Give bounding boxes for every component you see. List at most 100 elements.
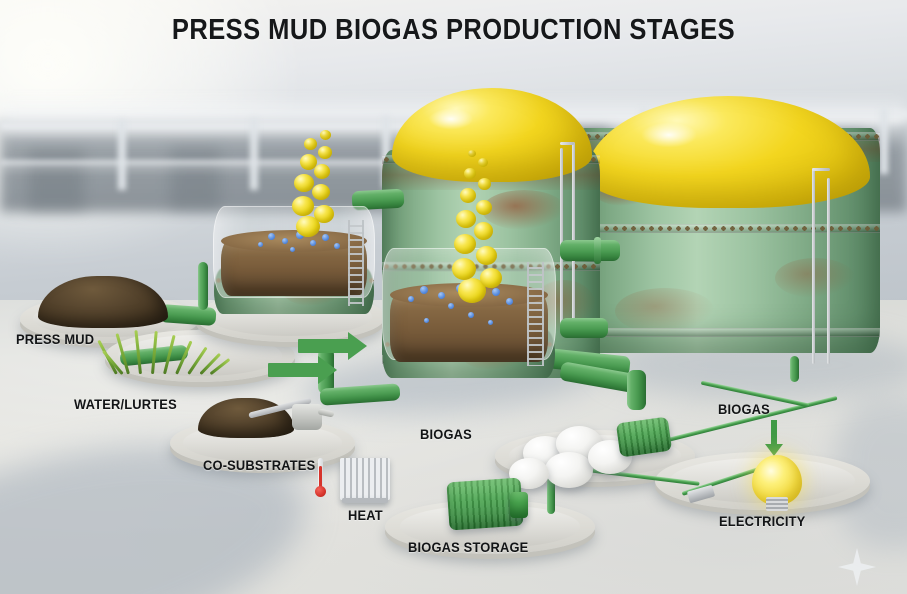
particle-blue [290, 247, 295, 252]
arrow-head [348, 332, 367, 360]
vessel-left-ladder [348, 220, 364, 306]
watering-can-icon [292, 404, 322, 430]
biogas-bubble [478, 178, 491, 190]
tank-right-rust-4 [615, 288, 715, 334]
press-mud-pile [38, 276, 168, 328]
arrow-right-icon [268, 356, 338, 384]
biogas-bubble [318, 146, 332, 159]
particle-blue [492, 288, 500, 296]
railing-post-3 [382, 116, 390, 188]
biogas-bubble [478, 158, 488, 167]
pipe-tank-right-down [790, 356, 799, 382]
engine-fins [615, 416, 673, 458]
label-biogas-storage: BIOGAS STORAGE [408, 539, 529, 555]
particle-blue [258, 242, 263, 247]
label-biogas-right: BIOGAS [718, 401, 770, 417]
label-press-mud: PRESS MUD [16, 331, 95, 347]
particle-blue [310, 240, 316, 246]
biogas-bubble [312, 184, 330, 200]
arrow-shaft [298, 339, 350, 353]
generator-engine-icon [615, 416, 673, 458]
particle-blue [468, 312, 474, 318]
tank-right-rivets-mid [575, 226, 880, 231]
tank-middle-handrail-top [560, 142, 574, 145]
tank-right-rust-3 [775, 258, 855, 298]
biogas-storage-egg [545, 452, 593, 488]
tank-middle-rust-1 [482, 190, 566, 230]
radiator-base [342, 498, 388, 503]
tank-right-handrail-b [827, 178, 830, 364]
tank-right-hoop-bottom [575, 328, 880, 337]
engine-end-cap [510, 492, 528, 518]
railing-mid-rail [0, 160, 430, 165]
pipe-storage-stub [547, 478, 555, 514]
sludge-left-surface [221, 230, 367, 252]
grass-cluster [97, 330, 231, 376]
railing-post-1 [118, 120, 126, 190]
pipe-inlet-from-mud [159, 304, 217, 326]
particle-blue [408, 296, 414, 302]
biogas-bubble [314, 205, 334, 223]
pipe-middle-to-right [560, 240, 620, 261]
particle-blue [488, 320, 493, 325]
biogas-bubble [314, 164, 330, 179]
particle-blue [448, 303, 454, 309]
biogas-bubble [474, 222, 493, 240]
tank-middle-handrail-b [572, 142, 575, 328]
label-heat: HEAT [348, 507, 383, 523]
particle-blue [506, 298, 513, 305]
arrow-shaft [268, 363, 320, 377]
biogas-bubble [294, 174, 314, 192]
tank-middle-handrail-a [560, 148, 563, 328]
pipe-right-tank-lower [560, 318, 608, 338]
biogas-bubble [476, 200, 492, 215]
arrow-down-head [765, 444, 783, 456]
gas-dome-middle-highlight [428, 108, 474, 130]
tank-right-handrail-top [812, 168, 830, 171]
biogas-bubble [456, 210, 476, 228]
arrow-down-icon [765, 420, 783, 456]
biogas-bubble [320, 130, 331, 140]
label-co-substrates: CO-SUBSTRATES [203, 457, 316, 473]
bg-structure-5 [170, 148, 220, 210]
arrow-head [318, 356, 337, 384]
biogas-bubble [464, 168, 476, 179]
label-electricity: ELECTRICITY [719, 513, 806, 529]
bg-structure-4 [28, 150, 84, 210]
railing-post-6 [880, 108, 888, 174]
grass-blade [134, 330, 142, 375]
particle-blue [282, 238, 288, 244]
particle-blue [438, 292, 445, 299]
label-water-lurtes: WATER/LURTES [74, 396, 177, 412]
pipe-vertical-storage [627, 370, 646, 410]
biogas-bubble [292, 196, 314, 216]
grass-blade [163, 334, 176, 375]
biogas-bubble [304, 138, 317, 150]
pipe-riser-left [198, 262, 208, 310]
particle-blue [322, 234, 329, 241]
particle-blue [334, 243, 340, 249]
grass-blade [151, 331, 158, 375]
radiator-icon [340, 458, 390, 500]
biogas-bubble [454, 234, 476, 254]
particle-blue [268, 233, 275, 240]
page-title: PRESS MUD BIOGAS PRODUCTION STAGES [171, 14, 736, 46]
particle-blue [424, 318, 429, 323]
biogas-bubble [480, 268, 502, 288]
thermometer-bulb [315, 486, 326, 497]
arrow-right-icon [298, 332, 368, 360]
vessel-middle-ladder [527, 262, 544, 366]
arrow-down-shaft [771, 420, 777, 446]
pipe-flange-1 [594, 237, 601, 264]
label-biogas-middle: BIOGAS [420, 426, 472, 442]
particle-blue [420, 286, 428, 294]
biogas-bubble [452, 258, 476, 280]
biogas-bubble [460, 188, 476, 203]
tank-right-handrail-a [812, 168, 815, 364]
railing-post-2 [250, 118, 258, 190]
thermometer-mercury [319, 466, 322, 492]
light-bulb-icon [752, 455, 802, 505]
railing-top-rail [0, 122, 460, 129]
gas-dome-right-highlight [640, 122, 698, 148]
